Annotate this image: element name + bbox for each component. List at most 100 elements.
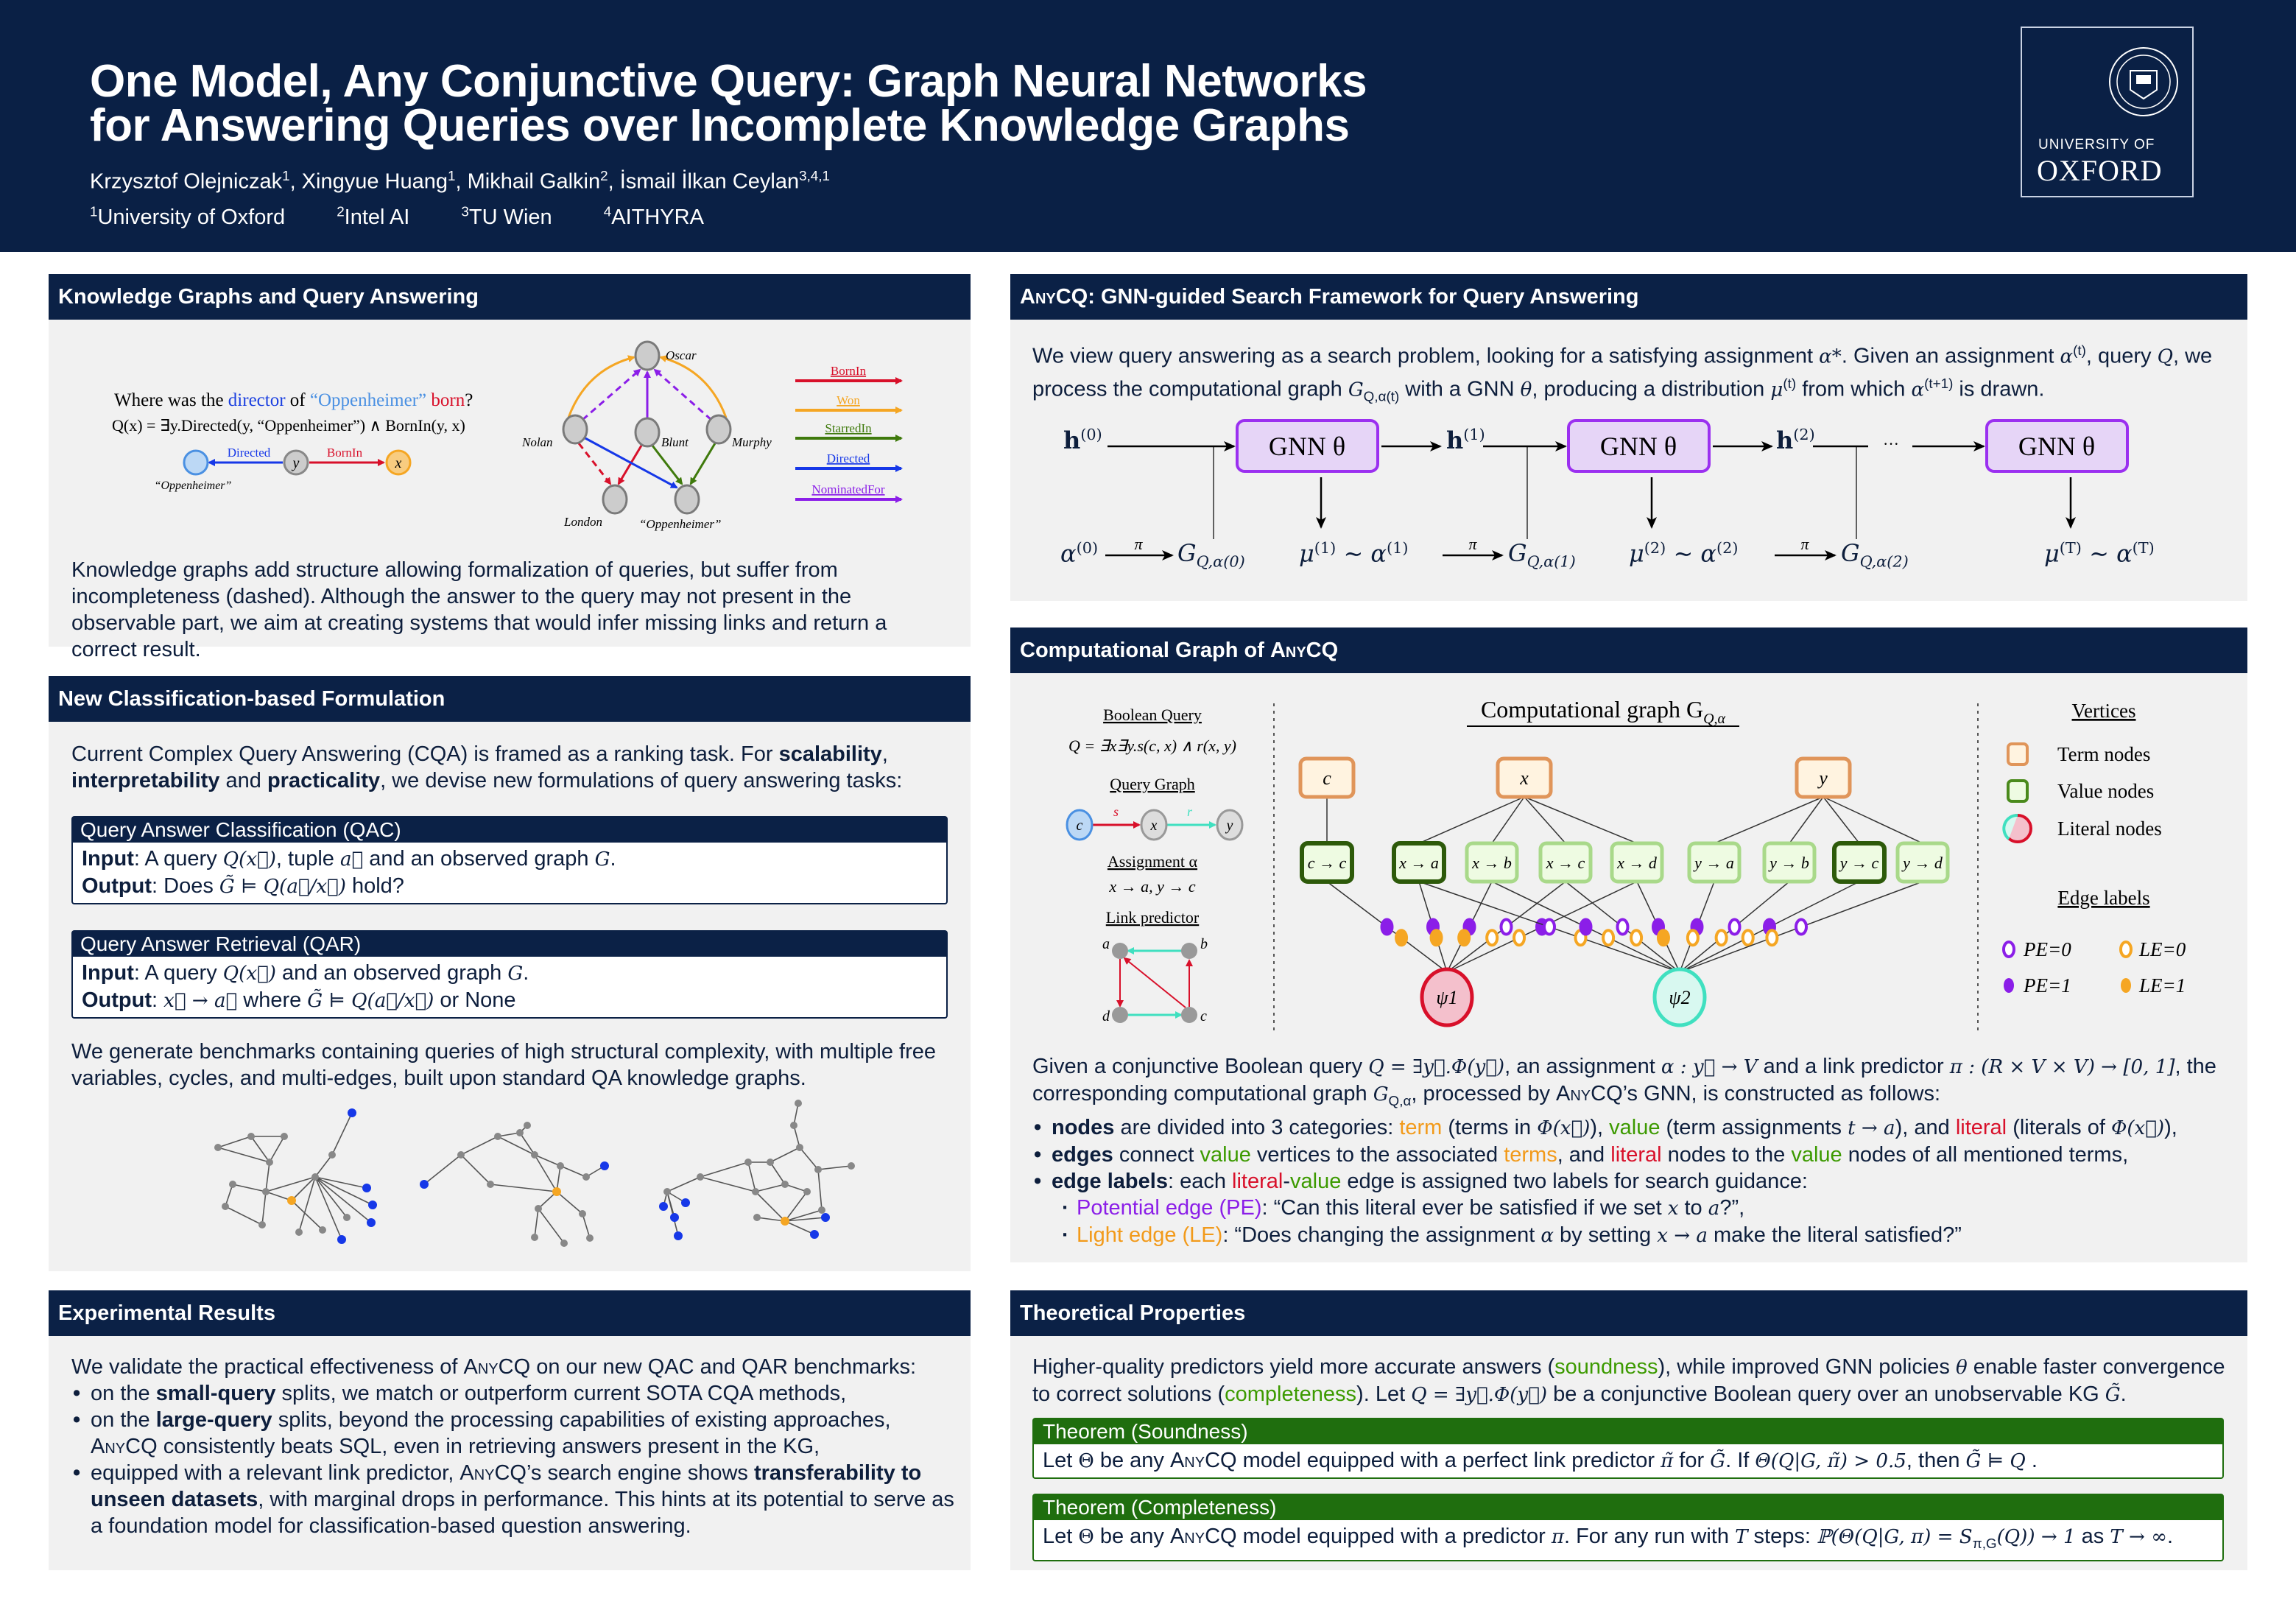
value-node-label: c → c <box>1308 854 1347 872</box>
section-formulation: New Classification-based Formulation Cur… <box>49 676 971 1271</box>
term-node-swatch <box>2007 742 2029 766</box>
qac-input: Input: A query Q(x⃗), tuple a⃗ and an ob… <box>82 846 937 873</box>
text-segment: , producing a distribution <box>1532 377 1771 401</box>
section-computational-graph: Computational Graph of AnyCQ Boolean Que… <box>1010 628 2247 1262</box>
edge-label-directed: Directed <box>228 446 271 460</box>
text-segment: ), <box>1590 1115 1610 1139</box>
edge-label-bornin: BornIn <box>327 446 363 460</box>
text-segment: Φ(x⃗) <box>2110 1117 2165 1139</box>
affiliation-number: 3 <box>461 203 469 219</box>
theorem-body: Let Θ be any AnyCQ model equipped with a… <box>1034 1520 2222 1560</box>
value-node-selected <box>1832 841 1887 884</box>
benchmark-node <box>560 1240 568 1247</box>
text-segment: - <box>1283 1169 1291 1193</box>
h-2: h(2) <box>1776 426 1815 454</box>
le-label-marker <box>1656 929 1670 947</box>
text-segment: Q(x⃗) <box>222 848 276 871</box>
affiliation-tuwien: 3TU Wien <box>461 203 552 229</box>
text-segment: G̃ <box>2105 1384 2121 1406</box>
svg-text:c: c <box>1077 818 1083 834</box>
text-segment: large-query <box>155 1408 272 1432</box>
superscript: (0) <box>1080 426 1102 443</box>
benchmark-node <box>531 1151 538 1159</box>
term-node <box>1496 756 1553 799</box>
text-segment: π : (R × V × V) → [0, 1] <box>1949 1056 2175 1078</box>
mu-T: μ(T) ∼ α(T) <box>2044 539 2155 568</box>
text-segment: Θ <box>1078 1526 1094 1548</box>
query-anchor-label: “Oppenheimer” <box>155 479 232 492</box>
text-segment: Q = ∃y⃗.Φ(y⃗) <box>1411 1384 1548 1406</box>
theorem-title: Theorem (Completeness) <box>1034 1495 2222 1520</box>
computational-graph-title: Computational graph GQ,α <box>1481 696 1726 727</box>
text-segment: T → ∞ <box>2110 1526 2167 1548</box>
le-label-marker <box>1765 929 1779 947</box>
affiliation-intel: 2Intel AI <box>337 203 409 229</box>
sampled-from: ∼ <box>1673 539 1694 568</box>
bullet-nodes: nodes are divided into 3 categories: ter… <box>1032 1114 2233 1142</box>
text-segment: nodes <box>1052 1115 1115 1139</box>
text-segment: 1 <box>282 168 290 183</box>
compgraph-description: Given a conjunctive Boolean query Q = ∃y… <box>1032 1053 2233 1249</box>
text-segment: be any <box>1094 1525 1170 1548</box>
benchmark-node <box>796 1144 803 1151</box>
text-segment: edge is assigned two labels for search g… <box>1341 1169 1808 1193</box>
text-segment: T <box>1735 1526 1748 1548</box>
text-segment: Potential edge (PE) <box>1077 1195 1262 1220</box>
text-segment: Input <box>82 847 134 871</box>
bullet-edge-labels: edge labels: each literal-value edge is … <box>1032 1168 2233 1195</box>
text-segment: Φ(x⃗) <box>1537 1117 1591 1139</box>
text-segment: , <box>881 742 888 766</box>
affiliation-name: TU Wien <box>468 205 552 229</box>
text-segment: , tuple <box>275 847 340 871</box>
text-segment: ℙ(Θ(Q|G, π) = S <box>1816 1526 1973 1548</box>
legend-literal-nodes: Literal nodes <box>2057 818 2162 840</box>
benchmark-edge <box>747 1161 756 1192</box>
text-segment: Θ(Q|G, π̃) > 0.5 <box>1755 1450 1906 1472</box>
benchmark-edge <box>269 1136 285 1163</box>
text-segment: from which <box>1796 377 1912 401</box>
benchmark-node <box>674 1231 683 1240</box>
text-segment: AnyCQ <box>91 1435 158 1458</box>
qg-edge-s: s <box>1113 804 1119 819</box>
le-label-marker <box>1513 929 1526 947</box>
text-segment: G <box>507 963 524 985</box>
oxford-logo: UNIVERSITY OF OXFORD <box>2021 27 2194 197</box>
qar-output: Output: x⃗ → a⃗ where G̃ ⊨ Q(a⃗/x⃗) or N… <box>82 987 937 1014</box>
benchmark-edge <box>291 1200 323 1231</box>
text-segment: Q,α(t) <box>1363 388 1400 404</box>
text-segment: θ <box>1520 379 1532 401</box>
pi-label: π <box>1800 535 1809 553</box>
text-segment: 3,4,1 <box>799 168 831 183</box>
benchmark-node <box>247 1133 255 1140</box>
text-segment: Current Complex Query Answering (CQA) is… <box>71 742 779 766</box>
benchmark-node <box>552 1187 561 1196</box>
benchmark-edge <box>497 1132 521 1137</box>
text-segment: or None <box>434 988 516 1012</box>
benchmark-node <box>368 1201 377 1209</box>
text-segment: scalability <box>778 742 882 766</box>
text-segment: : “Does changing the assignment <box>1222 1223 1541 1247</box>
text-segment: AnyCQ <box>459 1461 527 1485</box>
text-segment: , processed by <box>1411 1082 1556 1105</box>
query-node-anchor <box>183 449 209 476</box>
value-node-label: y → b <box>1768 854 1809 872</box>
benchmark-node <box>262 1188 270 1195</box>
graph-0: GQ,α(0) <box>1177 539 1245 571</box>
text-segment: Krzysztof Olejniczak <box>90 169 283 194</box>
subscript: Q,α(0) <box>1196 552 1245 571</box>
bullet-edges: edges connect value vertices to the asso… <box>1032 1142 2233 1168</box>
text-segment: We view query answering as a search prob… <box>1032 344 1820 368</box>
text-segment: α <box>1540 1224 1554 1247</box>
benchmark-edge <box>490 1184 557 1192</box>
text-segment: α <box>2060 345 2074 368</box>
benchmark-edge <box>314 1176 373 1206</box>
kg-edge-bornin <box>617 445 643 485</box>
example-formula: Q(x) = ∃y.Directed(y, “Oppenheimer”) ∧ B… <box>112 416 465 435</box>
benchmark-node <box>457 1151 465 1159</box>
benchmark-edge <box>538 1208 565 1244</box>
text-segment: 1 <box>448 168 456 183</box>
benchmark-edge <box>314 1176 348 1218</box>
text-segment: AnyCQ <box>1556 1082 1623 1105</box>
text-segment: : <box>152 988 164 1012</box>
section-theoretical-properties: Theoretical Properties Higher-quality pr… <box>1010 1290 2247 1570</box>
